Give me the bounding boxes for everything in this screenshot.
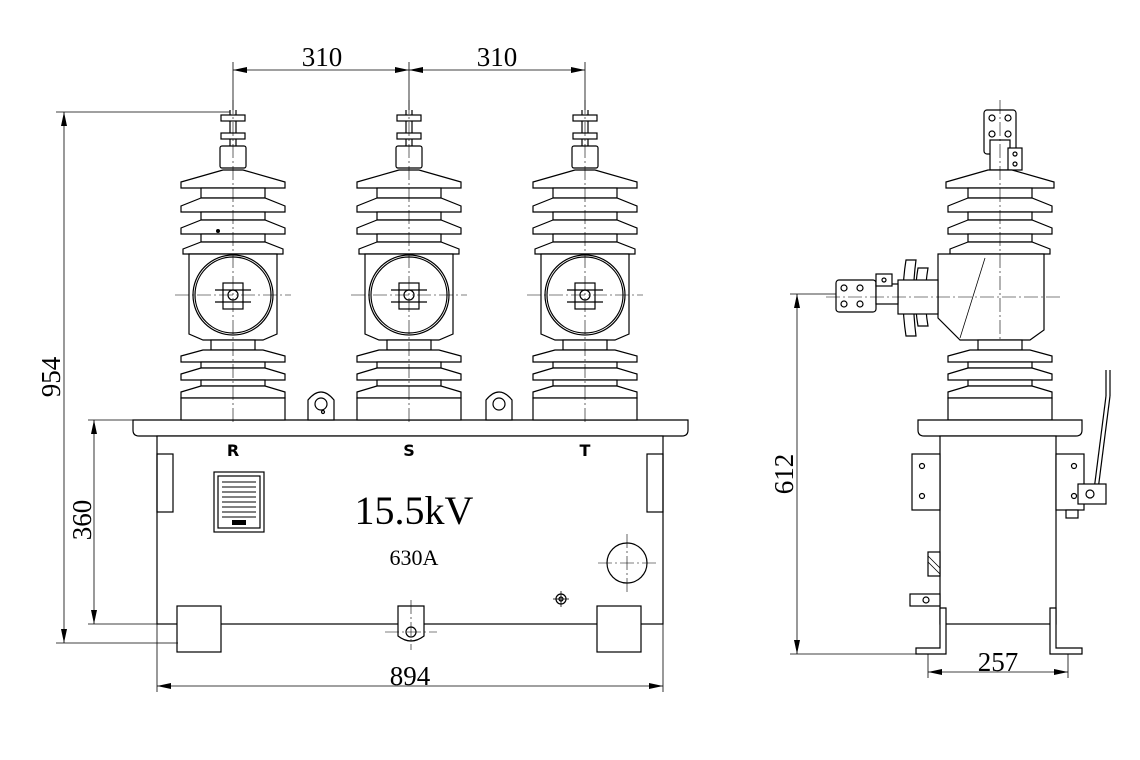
side-view: 612 257 bbox=[769, 100, 1111, 678]
dim-base-depth: 257 bbox=[978, 647, 1019, 677]
front-view: R S T 15.5kV 630A 310 310 954 bbox=[36, 42, 689, 692]
dimension-side-terminal-height: 612 bbox=[769, 293, 916, 655]
foot-left bbox=[176, 605, 222, 653]
dim-pitch-left: 310 bbox=[302, 42, 343, 72]
dimension-tank-height: 360 bbox=[67, 419, 157, 625]
nameplate bbox=[213, 471, 265, 533]
pole-s bbox=[350, 99, 468, 426]
dim-tank-height: 360 bbox=[67, 500, 97, 541]
pole-r bbox=[174, 99, 292, 426]
dim-overall-width: 894 bbox=[390, 661, 431, 691]
phase-label-t: T bbox=[580, 441, 591, 460]
phase-label-r: R bbox=[227, 441, 239, 460]
foot-right bbox=[596, 605, 642, 653]
dim-pitch-right: 310 bbox=[477, 42, 518, 72]
dimension-pitch: 310 310 bbox=[232, 42, 586, 110]
dim-side-terminal-height: 612 bbox=[769, 454, 799, 495]
rating-voltage: 15.5kV bbox=[355, 488, 474, 533]
dimension-overall-height: 954 bbox=[36, 111, 230, 644]
rating-current: 630A bbox=[390, 545, 439, 570]
dimension-overall-width: 894 bbox=[156, 624, 664, 692]
tank-cover bbox=[132, 419, 689, 437]
phase-label-s: S bbox=[403, 441, 415, 460]
pole-t bbox=[526, 99, 644, 426]
dim-overall-height: 954 bbox=[36, 356, 66, 397]
dimension-base-depth: 257 bbox=[927, 647, 1069, 678]
